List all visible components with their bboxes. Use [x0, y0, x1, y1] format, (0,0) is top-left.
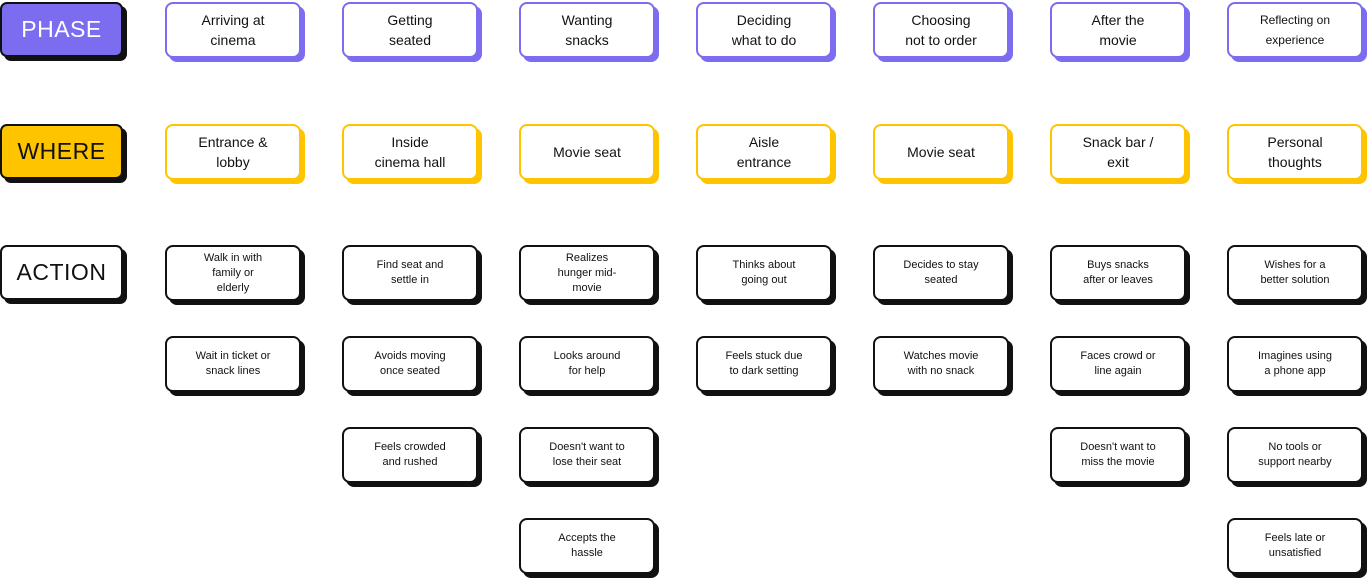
phase-card-text: After the movie: [1091, 12, 1145, 48]
action-card-text: Feels late or unsatisfied: [1264, 532, 1326, 559]
row-label-action: ACTION: [0, 245, 123, 300]
phase-card-text: Reflecting on experience: [1259, 13, 1331, 47]
action-card: Avoids moving once seated: [342, 336, 478, 392]
action-card: Decides to stay seated: [873, 245, 1009, 301]
action-card: Faces crowd or line again: [1050, 336, 1186, 392]
action-card: Thinks about going out: [696, 245, 832, 301]
action-card: Buys snacks after or leaves: [1050, 245, 1186, 301]
action-card: Walk in with family or elderly: [165, 245, 301, 301]
where-card-1: Entrance & lobby: [165, 124, 301, 180]
action-card-text: Wishes for a better solution: [1260, 259, 1330, 286]
where-card-6: Snack bar / exit: [1050, 124, 1186, 180]
phase-card-7: Reflecting on experience: [1227, 2, 1363, 58]
action-card-text: Thinks about going out: [732, 259, 796, 286]
where-card-text: Snack bar / exit: [1082, 134, 1154, 170]
action-card: Wait in ticket or snack lines: [165, 336, 301, 392]
action-card-text: Wait in ticket or snack lines: [195, 350, 271, 377]
where-card-text: Inside cinema hall: [374, 134, 446, 170]
phase-card-text: Getting seated: [387, 12, 433, 48]
where-card-text: Aisle entrance: [736, 134, 792, 170]
where-card-4: Aisle entrance: [696, 124, 832, 180]
action-card: Doesn't want to lose their seat: [519, 427, 655, 483]
action-card-text: Feels stuck due to dark setting: [725, 350, 803, 377]
action-card-text: Doesn't want to lose their seat: [549, 441, 625, 468]
action-card-text: Looks around for help: [553, 350, 621, 377]
action-card: Feels stuck due to dark setting: [696, 336, 832, 392]
action-card: Accepts the hassle: [519, 518, 655, 574]
action-card: Watches movie with no snack: [873, 336, 1009, 392]
action-card: Find seat and settle in: [342, 245, 478, 301]
where-card-text: Entrance & lobby: [198, 134, 268, 170]
phase-card-2: Getting seated: [342, 2, 478, 58]
phase-card-4: Deciding what to do: [696, 2, 832, 58]
where-card-text: Movie seat: [907, 144, 975, 160]
where-card-text: Personal thoughts: [1267, 134, 1323, 170]
row-label-action-text: ACTION: [16, 259, 107, 285]
action-card: No tools or support nearby: [1227, 427, 1363, 483]
phase-card-text: Wanting snacks: [561, 12, 613, 48]
action-card-text: Find seat and settle in: [376, 259, 444, 286]
action-card-text: No tools or support nearby: [1258, 441, 1332, 468]
row-label-where-text: WHERE: [17, 138, 106, 164]
action-card-text: Walk in with family or elderly: [203, 251, 263, 294]
action-card-text: Buys snacks after or leaves: [1083, 259, 1153, 286]
phase-card-text: Deciding what to do: [731, 12, 797, 48]
where-card-text: Movie seat: [553, 144, 621, 160]
row-label-phase-text: PHASE: [21, 16, 102, 42]
where-card-3: Movie seat: [519, 124, 655, 180]
action-card-text: Avoids moving once seated: [374, 350, 446, 377]
action-card-text: Faces crowd or line again: [1080, 350, 1156, 377]
action-card: Doesn't want to miss the movie: [1050, 427, 1186, 483]
where-card-2: Inside cinema hall: [342, 124, 478, 180]
where-card-7: Personal thoughts: [1227, 124, 1363, 180]
phase-card-1: Arriving at cinema: [165, 2, 301, 58]
row-label-phase: PHASE: [0, 2, 123, 57]
where-card-5: Movie seat: [873, 124, 1009, 180]
phase-card-5: Choosing not to order: [873, 2, 1009, 58]
action-card: Wishes for a better solution: [1227, 245, 1363, 301]
phase-card-text: Arriving at cinema: [201, 12, 265, 48]
action-card-text: Realizes hunger mid- movie: [557, 251, 617, 294]
phase-card-3: Wanting snacks: [519, 2, 655, 58]
action-card-text: Accepts the hassle: [558, 532, 616, 559]
action-card: Realizes hunger mid- movie: [519, 245, 655, 301]
phase-card-text: Choosing not to order: [905, 12, 977, 48]
row-label-where: WHERE: [0, 124, 123, 179]
action-card: Imagines using a phone app: [1227, 336, 1363, 392]
action-card-text: Watches movie with no snack: [903, 350, 979, 377]
action-card-text: Imagines using a phone app: [1258, 350, 1332, 377]
action-card-text: Doesn't want to miss the movie: [1080, 441, 1156, 468]
action-card: Looks around for help: [519, 336, 655, 392]
phase-card-6: After the movie: [1050, 2, 1186, 58]
action-card: Feels crowded and rushed: [342, 427, 478, 483]
action-card-text: Decides to stay seated: [903, 259, 979, 286]
action-card-text: Feels crowded and rushed: [374, 441, 446, 468]
action-card: Feels late or unsatisfied: [1227, 518, 1363, 574]
